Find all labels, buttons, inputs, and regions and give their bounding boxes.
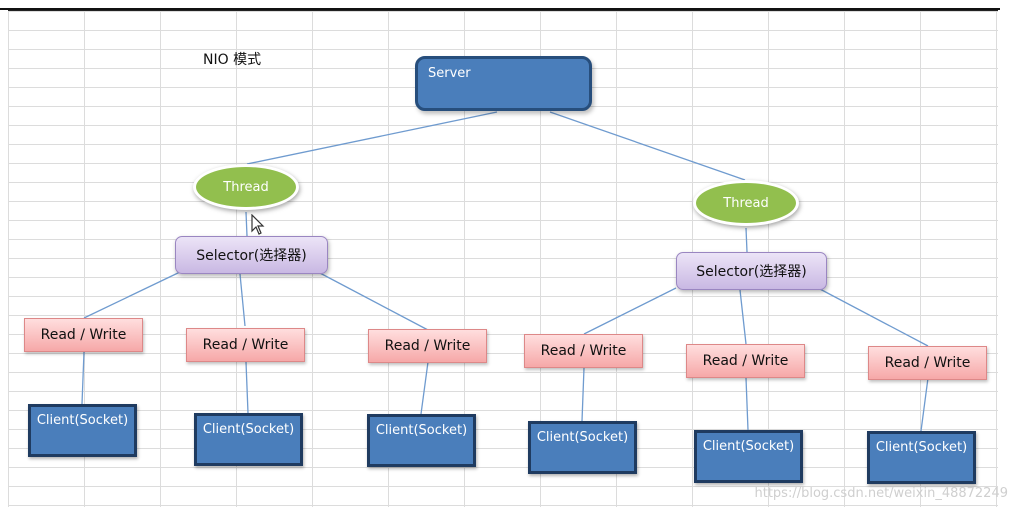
connector-rw-client-2 (245, 361, 249, 414)
read-write-node-2: Read / Write (186, 328, 305, 362)
client-node-1: Client(Socket) (28, 404, 137, 457)
client-label: Client(Socket) (202, 422, 295, 437)
connector-thread-selector-1 (245, 211, 248, 237)
read-write-label: Read / Write (40, 327, 127, 343)
connector-rw-client-4 (581, 367, 585, 422)
client-node-2: Client(Socket) (194, 413, 303, 466)
thread-label: Thread (223, 179, 269, 195)
connector-thread-selector-2 (745, 227, 748, 253)
read-write-label: Read / Write (702, 353, 789, 369)
connector-rw-client-3 (420, 361, 429, 415)
connector-rw-client-6 (920, 377, 929, 432)
connector-selector-rw-6 (817, 287, 929, 347)
diagram-title: NIO 模式 (203, 52, 262, 68)
read-write-node-3: Read / Write (368, 329, 487, 363)
client-node-4: Client(Socket) (528, 421, 637, 474)
mouse-cursor-icon (251, 214, 265, 235)
read-write-label: Read / Write (884, 355, 971, 371)
thread-node-2: Thread (693, 180, 799, 226)
connector-selector-rw-4 (583, 287, 677, 335)
client-node-3: Client(Socket) (367, 414, 476, 467)
selector-node-2: Selector(选择器) (676, 252, 827, 290)
read-write-label: Read / Write (384, 338, 471, 354)
client-label: Client(Socket) (702, 439, 795, 454)
thread-node-1: Thread (193, 164, 299, 210)
server-node: Server (415, 56, 592, 111)
thread-label: Thread (723, 195, 769, 211)
client-label: Client(Socket) (875, 440, 968, 455)
client-node-6: Client(Socket) (867, 431, 976, 484)
connector-selector-rw-5 (739, 289, 747, 345)
read-write-node-4: Read / Write (524, 334, 643, 368)
read-write-node-1: Read / Write (24, 318, 143, 352)
client-label: Client(Socket) (375, 423, 468, 438)
watermark: https://blog.csdn.net/weixin_48872249 (754, 486, 1008, 501)
connector-rw-client-1 (81, 351, 85, 405)
connector-selector-rw-1 (83, 271, 181, 319)
server-label: Server (428, 66, 471, 81)
connector-server-thread-1 (246, 111, 498, 165)
header-rule (0, 8, 1000, 10)
client-label: Client(Socket) (536, 430, 629, 445)
connector-selector-rw-2 (239, 273, 246, 327)
connector-rw-client-5 (745, 377, 749, 431)
client-node-5: Client(Socket) (694, 430, 803, 483)
read-write-node-5: Read / Write (686, 344, 805, 378)
connector-selector-rw-3 (317, 271, 429, 331)
read-write-node-6: Read / Write (868, 346, 987, 380)
connector-server-thread-2 (549, 111, 746, 181)
selector-label: Selector(选择器) (696, 264, 807, 280)
selector-node-1: Selector(选择器) (175, 236, 328, 274)
read-write-label: Read / Write (202, 337, 289, 353)
client-label: Client(Socket) (36, 413, 129, 428)
read-write-label: Read / Write (540, 343, 627, 359)
selector-label: Selector(选择器) (196, 248, 307, 264)
